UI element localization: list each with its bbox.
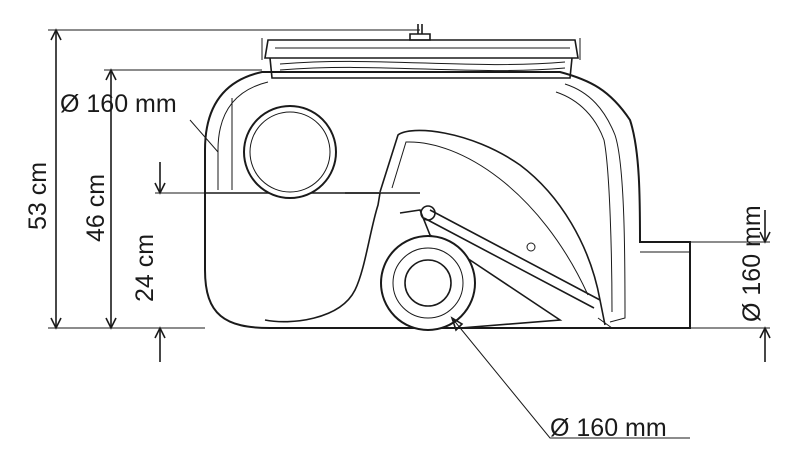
upper-pipe-socket — [243, 105, 337, 199]
leader-bottom-pipe — [450, 316, 690, 439]
label-total-height: 53 cm — [24, 162, 52, 230]
label-right-outlet-diameter: Ø 160 mm — [738, 205, 766, 322]
lower-pipe-socket — [380, 235, 476, 331]
dimension-mid — [104, 68, 262, 330]
label-top-pipe-diameter: Ø 160 mm — [60, 90, 177, 118]
top-grate — [261, 24, 581, 79]
leader-top-pipe — [189, 119, 219, 153]
dimension-total — [48, 28, 420, 330]
label-bottom-pipe-diameter: Ø 160 mm — [550, 414, 667, 442]
label-low-height: 24 cm — [131, 234, 159, 302]
label-mid-height: 46 cm — [82, 174, 110, 242]
dimension-low — [154, 162, 205, 362]
dimension-right-outlet — [690, 210, 771, 362]
